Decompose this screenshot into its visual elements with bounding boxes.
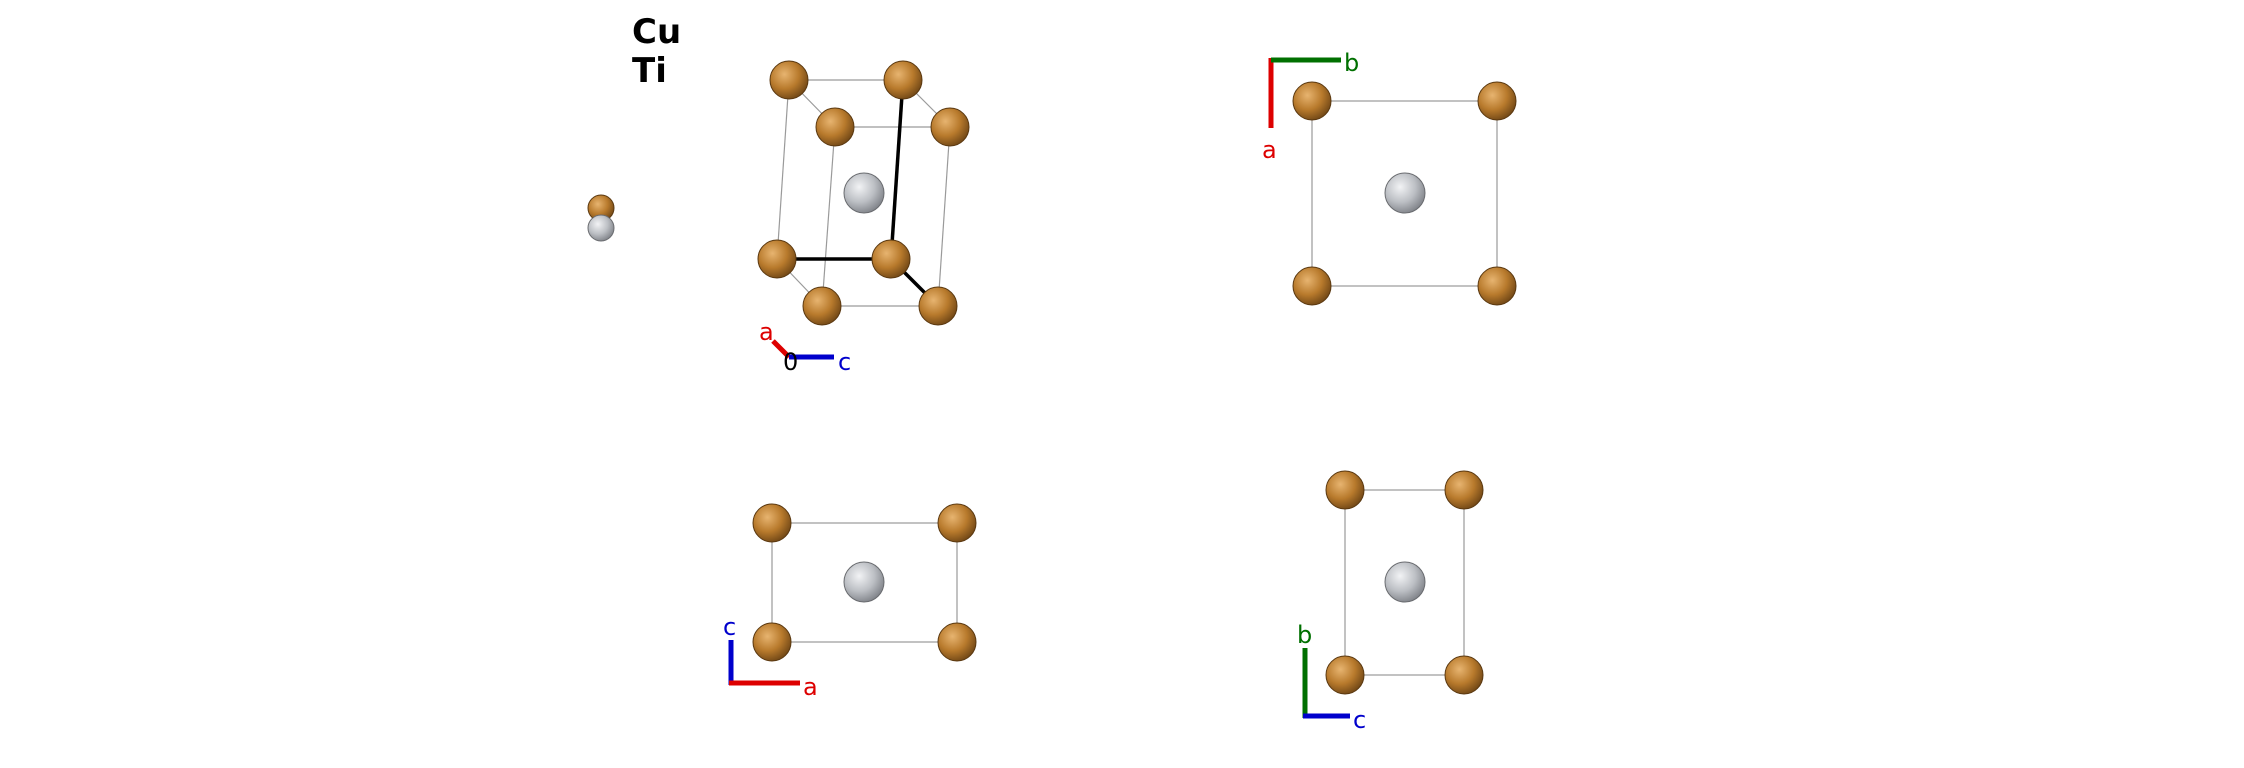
axis-label-c: c xyxy=(723,613,736,641)
axis-indicator: a b xyxy=(1262,49,1359,164)
axis-label-origin: 0 xyxy=(783,348,798,376)
cu-atom xyxy=(1444,470,1484,510)
unit-cell-outline xyxy=(1311,100,1498,287)
cu-atom xyxy=(1325,470,1365,510)
axis-label-b: b xyxy=(1344,49,1359,77)
axis-indicator: b c xyxy=(1297,621,1366,734)
cu-atom xyxy=(883,60,923,100)
axis-indicator: a 0 c xyxy=(759,318,851,376)
cu-atom xyxy=(1444,655,1484,695)
cu-atom xyxy=(937,503,977,543)
legend-label-cu: Cu xyxy=(632,12,681,52)
cu-atom xyxy=(918,286,958,326)
legend-label-ti: Ti xyxy=(632,51,667,91)
cu-atom xyxy=(1477,266,1517,306)
legend-ti-atom xyxy=(587,214,615,242)
cu-atom xyxy=(752,503,792,543)
view-perspective: a 0 c xyxy=(757,60,970,376)
cu-atom xyxy=(937,622,977,662)
ti-atom xyxy=(843,172,885,214)
unit-cell-outline xyxy=(771,522,958,643)
cu-atom xyxy=(815,107,855,147)
cu-atom xyxy=(1292,81,1332,121)
cu-atom xyxy=(1292,266,1332,306)
axis-label-c: c xyxy=(1353,706,1366,734)
view-along-c: a b xyxy=(1262,49,1517,306)
cu-atom xyxy=(757,239,797,279)
element-legend: Cu Ti xyxy=(587,12,681,242)
cu-atom xyxy=(752,622,792,662)
ti-atom xyxy=(843,561,885,603)
axis-indicator: c a xyxy=(723,613,818,701)
axis-label-a: a xyxy=(1262,136,1277,164)
axis-label-c: c xyxy=(838,348,851,376)
ti-atom xyxy=(1384,561,1426,603)
axis-label-b: b xyxy=(1297,621,1312,649)
unit-cell-outline xyxy=(1344,489,1465,676)
cu-atom xyxy=(930,107,970,147)
view-along-b: c a xyxy=(723,503,977,701)
axis-label-a: a xyxy=(759,318,774,346)
cu-atom xyxy=(1325,655,1365,695)
view-along-a: b c xyxy=(1297,470,1484,734)
ti-atom xyxy=(1384,172,1426,214)
cu-atom xyxy=(871,239,911,279)
cu-atom xyxy=(769,60,809,100)
cu-atom xyxy=(802,286,842,326)
axis-label-a: a xyxy=(803,673,818,701)
cu-atom xyxy=(1477,81,1517,121)
